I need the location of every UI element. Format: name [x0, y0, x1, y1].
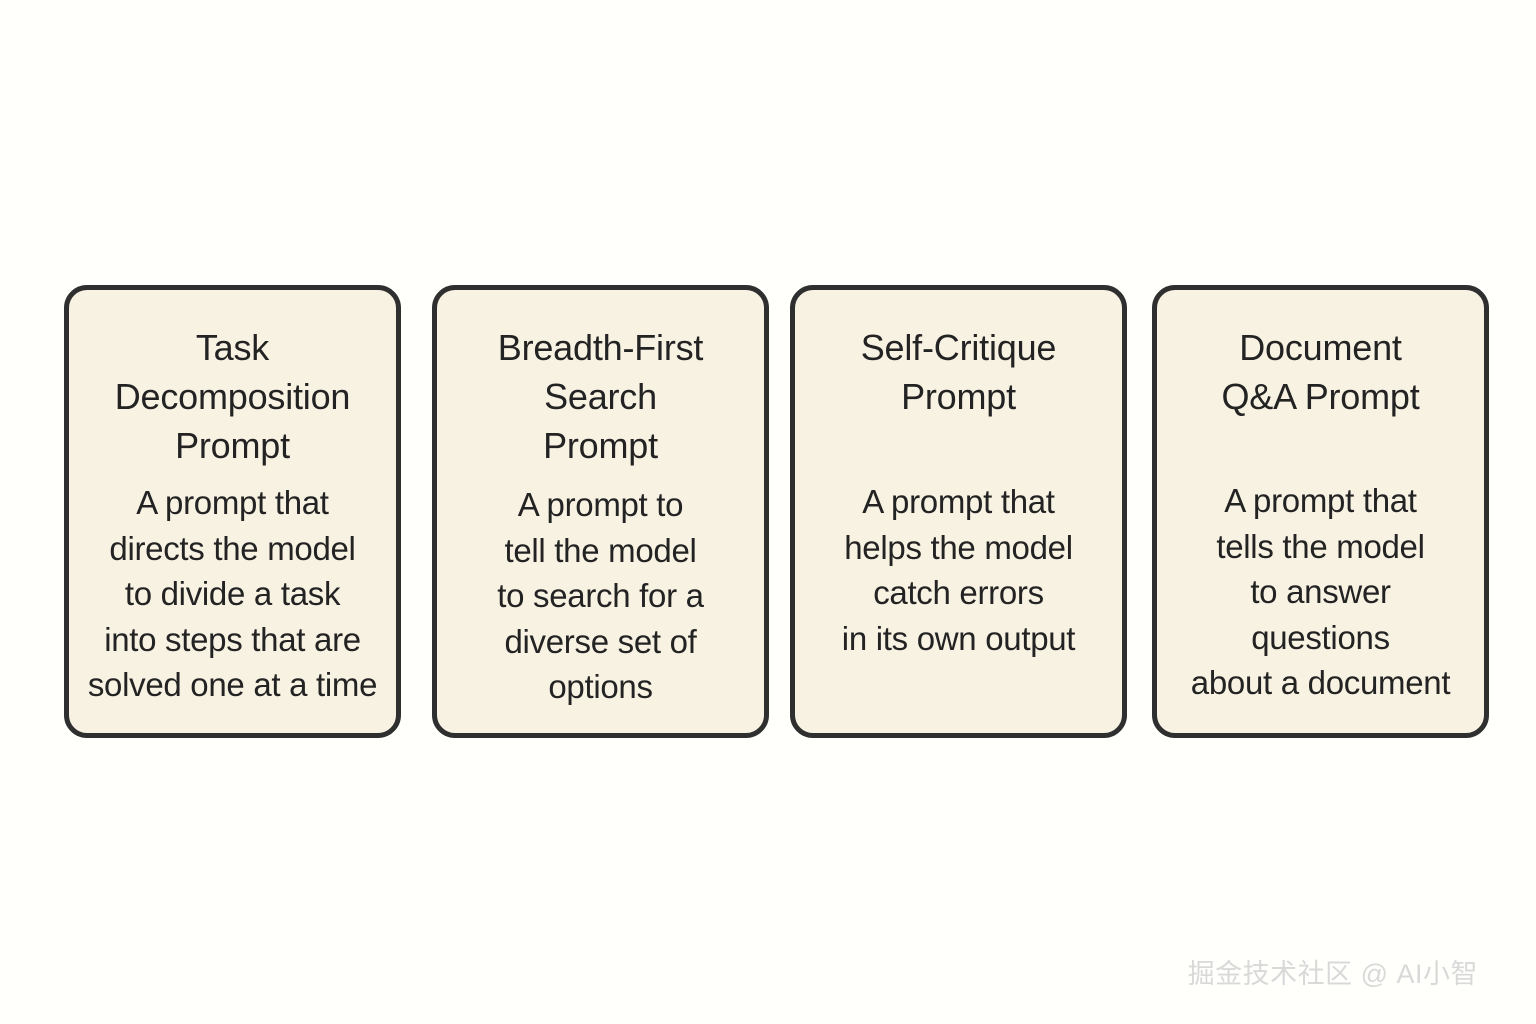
card-title: Document Q&A Prompt: [1221, 327, 1420, 417]
card-description: A prompt that tells the model to answer …: [1190, 482, 1451, 701]
card-document-qa-prompt[interactable]: Document Q&A Prompt A prompt that tells …: [1152, 285, 1489, 738]
card-task-decomposition-prompt[interactable]: Task Decomposition Prompt A prompt that …: [64, 285, 401, 738]
card-description: A prompt that helps the model catch erro…: [841, 483, 1076, 657]
card-title: Self-Critique Prompt: [860, 327, 1057, 417]
card-description: A prompt that directs the model to divid…: [87, 484, 378, 703]
card-description: A prompt to tell the model to search for…: [497, 486, 704, 705]
card-breadth-first-search-prompt[interactable]: Breadth-First Search Prompt A prompt to …: [432, 285, 769, 738]
watermark: 掘金技术社区 @ AI小智: [1187, 959, 1478, 989]
card-title: Breadth-First Search Prompt: [497, 327, 704, 466]
card-self-critique-prompt[interactable]: Self-Critique Prompt A prompt that helps…: [790, 285, 1127, 738]
card-title: Task Decomposition Prompt: [114, 327, 351, 466]
